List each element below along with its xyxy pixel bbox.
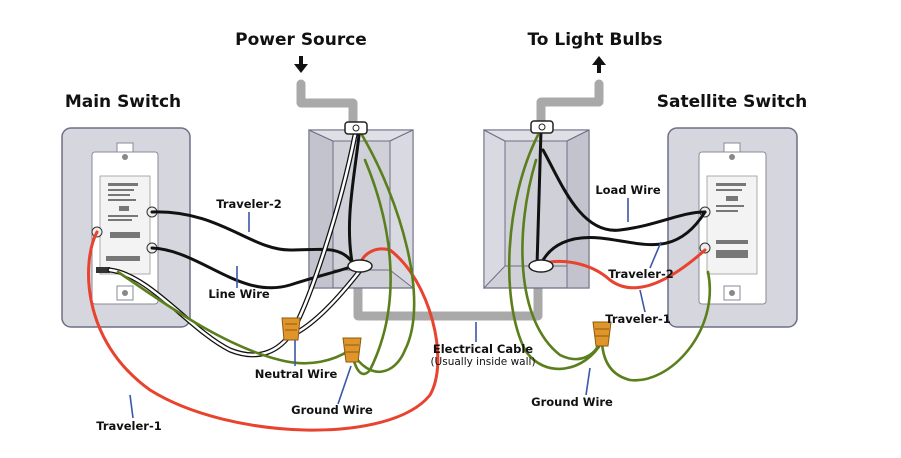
wire-nut-neutral (281, 317, 301, 341)
satellite-switch-plate (667, 127, 798, 328)
main-switch-heading: Main Switch (65, 92, 181, 112)
load-wire-label: Load Wire (595, 183, 661, 197)
load-wire-to-switch (541, 148, 707, 232)
traveler-1-wire-right (539, 248, 707, 290)
cable-clamp-right (528, 120, 554, 273)
power-source-heading: Power Source (235, 30, 367, 50)
load-wire (535, 128, 543, 268)
arrow-up-icon (592, 56, 606, 73)
line-wire-label: Line Wire (208, 287, 270, 301)
to-light-bulbs-heading: To Light Bulbs (527, 30, 662, 50)
ground-wire-switch-right (600, 270, 711, 382)
traveler-2-wire-right (539, 210, 707, 266)
neutral-wire-pass-fill (294, 266, 364, 335)
conduits (296, 79, 604, 321)
electrical-cable-label: Electrical Cable (433, 342, 533, 356)
ground-wire-left-label: Ground Wire (291, 403, 373, 417)
arrow-down-icon (294, 56, 308, 73)
ground-wire-right-2 (521, 158, 602, 361)
neutral-wire-label: Neutral Wire (255, 367, 338, 381)
light-bulbs-conduit (536, 79, 604, 130)
electrical-cable-conduit (353, 273, 543, 321)
electrical-cable-note: (Usually inside wall) (430, 356, 535, 368)
ground-wire-right-label: Ground Wire (531, 395, 613, 409)
ground-wire-left (116, 270, 352, 365)
neutral-wire-fill (108, 268, 294, 356)
ground-wire-box-left-2 (350, 158, 392, 376)
power-source-conduit (296, 79, 358, 131)
leader-lines (129, 198, 662, 419)
main-switch-plate (61, 127, 191, 328)
wire-nut-ground-left (342, 337, 362, 363)
traveler-2-wire-left (150, 210, 354, 264)
traveler-1-left-label: Traveler-1 (96, 419, 162, 433)
satellite-switch-heading: Satellite Switch (657, 92, 808, 112)
traveler-2-left-label: Traveler-2 (216, 197, 282, 211)
ground-wire-box-left (350, 133, 416, 373)
line-wire (150, 246, 362, 290)
power-hot-wire (347, 133, 361, 264)
ground-wire-right (507, 133, 604, 371)
power-neutral-wire-fill (291, 133, 357, 332)
traveler-2-right-label: Traveler-2 (608, 267, 674, 281)
wire-nut-ground-right (592, 321, 612, 347)
traveler-1-right-label: Traveler-1 (605, 312, 671, 326)
cable-clamp-left (344, 121, 373, 273)
wires (87, 128, 711, 432)
